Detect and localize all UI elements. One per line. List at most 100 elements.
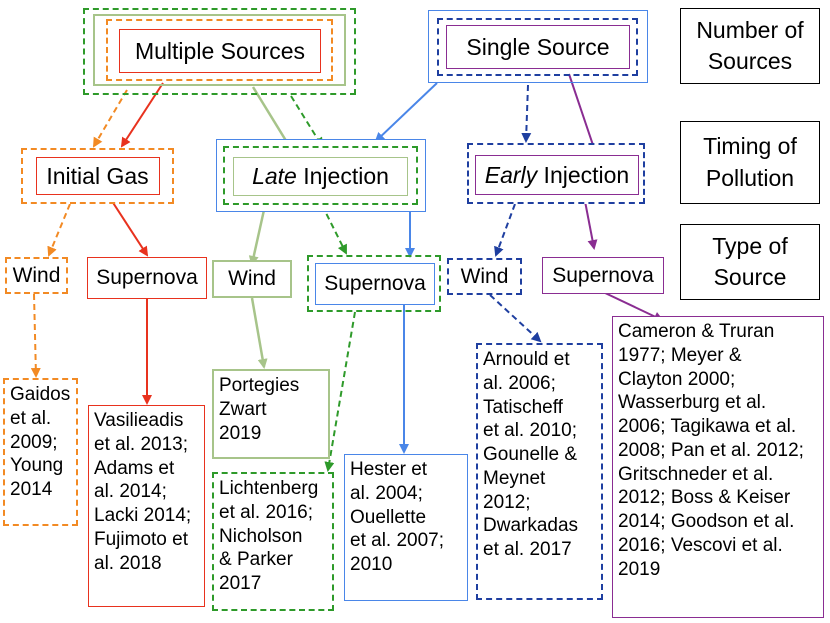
arrow-early-to-supernova-purple — [583, 195, 598, 250]
ref-gaidos-line-4: Young — [10, 455, 64, 477]
early-italic: Early — [484, 161, 538, 188]
arrow-single-to-early-navy — [521, 84, 532, 143]
late-injection-green-frame — [223, 146, 418, 205]
multiple-sources-group-olive-frame — [93, 14, 346, 86]
ref-cameron-truran: Cameron & Truran 1977; Meyer & Clayton 2… — [612, 316, 824, 618]
ref-hester-line-3: Ouellette — [350, 506, 427, 528]
legend-timing-line-1: Timing of — [703, 133, 797, 160]
ref-vasilieadis-line-3: Adams et — [94, 457, 175, 479]
ref-hester-line-1: Hester et — [350, 459, 428, 480]
ref-cameron-line-9: 2014; Goodson et al. — [618, 511, 795, 532]
ref-lichtenberg-line-1: Lichtenberg — [219, 478, 319, 499]
late-supernova-green-frame — [307, 255, 441, 312]
multiple-sources-node: Multiple Sources — [119, 29, 321, 73]
legend-number-line-2: Sources — [707, 48, 793, 74]
legend-number-line-1: Number of — [696, 16, 804, 43]
legend-number-of-sources: Number of Sources — [680, 8, 820, 84]
arrow-supernova-to-cameron — [602, 291, 664, 322]
ref-cameron-line-4: Wasserburg et al. — [618, 392, 767, 414]
ref-vasilieadis-line-4: al. 2014; — [94, 481, 167, 503]
late-injection-node: Late Injection — [233, 157, 408, 196]
navy-wind-label: Wind — [460, 264, 509, 288]
ref-arnould-line-6: Meynet — [483, 467, 546, 489]
ref-arnould-line-2: al. 2006; — [483, 372, 556, 394]
arrow-late-to-supernova-green — [321, 204, 347, 255]
ref-vasilieadis-line-6: Fujimoto et — [94, 528, 188, 550]
ref-portegies-line-2: Zwart — [219, 398, 267, 420]
late-supernova-node: Supernova — [315, 263, 435, 305]
single-source-group-blue-frame — [428, 10, 648, 83]
arrow-single-to-early-purple — [568, 73, 599, 156]
ref-arnould-line-5: Gounelle & — [483, 444, 578, 465]
ref-cameron-line-2: 1977; Meyer & — [618, 344, 742, 366]
ref-arnould-line-1: Arnould et — [483, 349, 570, 370]
ref-lichtenberg-line-2: et al. 2016; — [219, 501, 314, 523]
ref-portegies-line-1: Portegies — [219, 375, 300, 396]
ref-vasilieadis-line-2: et al. 2013; — [94, 433, 189, 455]
ref-hester: Hester et al. 2004; Ouellette et al. 200… — [344, 454, 468, 601]
arrow-multiple-to-initial-orange — [92, 89, 128, 148]
ref-cameron-line-6: 2008; Pan et al. 2012; — [618, 439, 804, 461]
ref-cameron-line-7: Gritschneder et al. — [618, 463, 774, 485]
early-injection-node: Early Injection — [475, 155, 639, 195]
ref-lichtenberg-line-4: & Parker — [219, 549, 293, 571]
ref-vasilieadis-line-1: Vasilieadis — [94, 410, 184, 431]
ref-portegies-zwart: Portegies Zwart 2019 — [212, 369, 330, 459]
early-injection-label: Early Injection — [485, 162, 629, 189]
ref-cameron-line-3: Clayton 2000; — [618, 368, 736, 390]
early-rest: Injection — [537, 161, 630, 188]
ref-cameron-line-10: 2016; Vescovi et al. — [618, 534, 783, 556]
orange-wind-label: Wind — [12, 263, 61, 287]
ref-lichtenberg: Lichtenberg et al. 2016; Nicholson & Par… — [212, 472, 334, 611]
ref-hester-line-5: 2010 — [350, 554, 393, 575]
initial-gas-label: Initial Gas — [46, 162, 149, 189]
ref-gaidos-line-1: Gaidos — [10, 384, 71, 405]
ref-gaidos-young: Gaidos et al. 2009; Young 2014 — [3, 378, 78, 526]
arrow-wind-to-arnould — [489, 294, 542, 343]
legend-timing-of-pollution: Timing of Pollution — [680, 121, 820, 204]
ref-vasilieadis: Vasilieadis et al. 2013; Adams et al. 20… — [88, 405, 205, 607]
red-supernova-node: Supernova — [87, 257, 207, 299]
navy-wind-node: Wind — [447, 258, 522, 295]
ref-cameron-line-8: 2012; Boss & Keiser — [618, 487, 791, 509]
ref-arnould-line-9: et al. 2017 — [483, 539, 572, 560]
orange-wind-node: Wind — [5, 257, 68, 294]
legend-type-line-2: Source — [713, 264, 787, 290]
ref-arnould-line-7: 2012; — [483, 491, 531, 513]
ref-arnould: Arnould et al. 2006; Tatischeff et al. 2… — [476, 343, 603, 600]
ref-hester-line-2: al. 2004; — [350, 482, 423, 504]
legend-type-of-source: Type of Source — [680, 224, 820, 300]
late-supernova-label: Supernova — [324, 272, 426, 295]
late-italic: Late — [252, 163, 297, 189]
single-source-label: Single Source — [466, 33, 610, 60]
ref-gaidos-line-3: 2009; — [10, 431, 58, 453]
ref-gaidos-line-5: 2014 — [10, 479, 53, 500]
multiple-sources-label: Multiple Sources — [134, 37, 306, 64]
late-injection-label: Late Injection — [252, 163, 389, 190]
multiple-sources-group-orange-frame — [106, 19, 333, 81]
ref-portegies-line-3: 2019 — [219, 422, 262, 444]
arrow-initial-to-wind-orange — [47, 203, 71, 257]
ref-lichtenberg-line-3: Nicholson — [219, 525, 303, 547]
olive-wind-node: Wind — [212, 260, 292, 298]
ref-arnould-line-8: Dwarkadas — [483, 515, 579, 537]
ref-lichtenberg-line-5: 2017 — [219, 573, 262, 594]
arrow-wind-to-portegies — [250, 297, 268, 369]
ref-hester-line-4: et al. 2007; — [350, 530, 445, 552]
late-rest: Injection — [296, 163, 389, 189]
ref-vasilieadis-line-5: Lacki 2014; — [94, 505, 192, 526]
multiple-sources-group-green-frame — [83, 8, 356, 95]
legend-type-line-1: Type of — [712, 232, 788, 259]
initial-gas-inner: Initial Gas — [35, 157, 160, 195]
ref-cameron-line-11: 2019 — [618, 558, 661, 580]
initial-gas-node: Initial Gas — [21, 148, 174, 204]
red-supernova-label: Supernova — [96, 266, 198, 289]
ref-cameron-line-1: Cameron & Truran — [618, 321, 775, 342]
purple-supernova-node: Supernova — [542, 257, 664, 294]
single-source-group-navy-frame — [437, 18, 638, 76]
ref-arnould-line-4: et al. 2010; — [483, 420, 578, 442]
ref-gaidos-line-2: et al. — [10, 407, 52, 429]
legend-timing-line-2: Pollution — [705, 164, 795, 191]
